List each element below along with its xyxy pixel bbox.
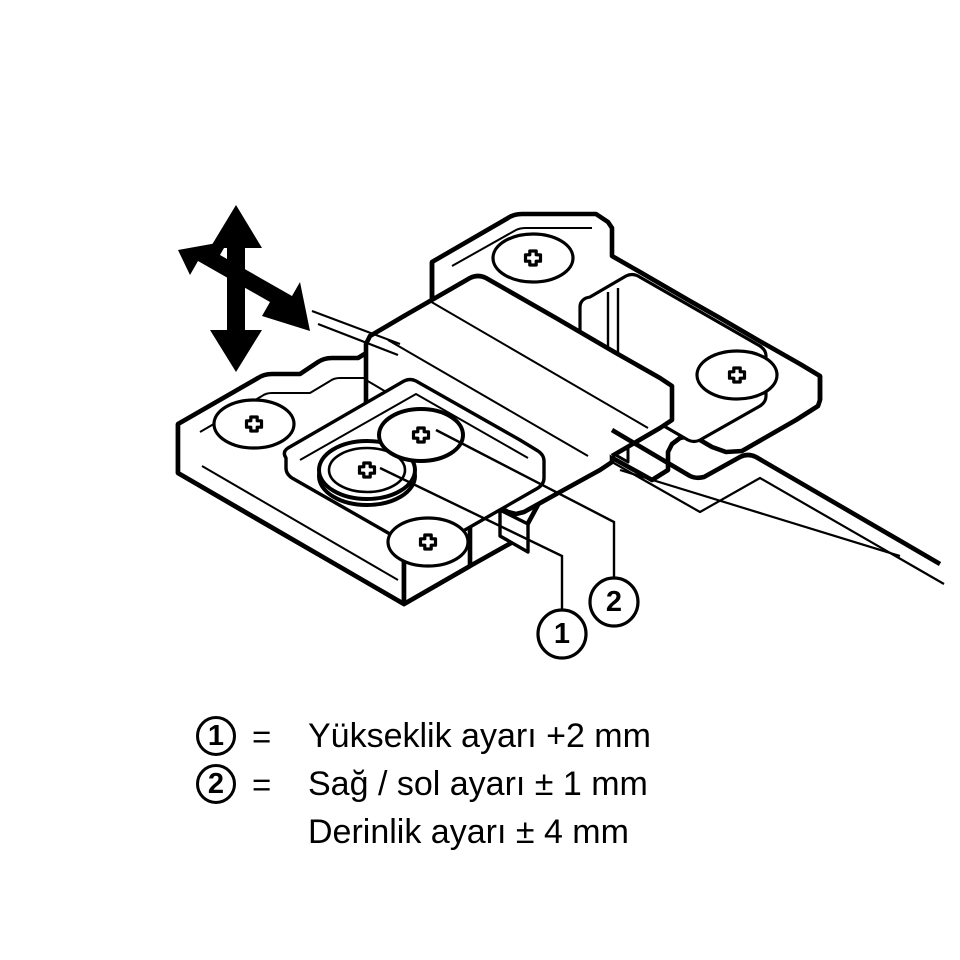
- callout-marker-2-label: 2: [606, 586, 622, 618]
- callout-leader-lines: [379, 428, 616, 610]
- legend-equals-row-2: =: [252, 760, 308, 808]
- legend-marker-3-placeholder: [196, 812, 236, 852]
- legend-text-row-3: Derinlik ayarı ± 4 mm: [308, 808, 796, 856]
- legend-equals-2: =: [252, 765, 272, 803]
- legend-label-depth-adjustment: Derinlik ayarı ± 4 mm: [308, 813, 629, 851]
- legend-marker-row-2: 2: [196, 760, 252, 808]
- legend-block: 1 2 = = Yükseklik ayarı +2 mm: [196, 712, 796, 856]
- legend-text-row-2: Sağ / sol ayarı ± 1 mm: [308, 760, 796, 808]
- mounting-screw-rear-left: [212, 398, 296, 450]
- legend-text-column: Yükseklik ayarı +2 mm Sağ / sol ayarı ± …: [308, 712, 796, 856]
- side-adjustment-screw: [377, 407, 465, 463]
- callout-marker-1: 1: [536, 608, 588, 660]
- legend-marker-row-1: 1: [196, 712, 252, 760]
- legend-equals-1: =: [252, 717, 272, 755]
- legend-marker-2: 2: [196, 764, 236, 804]
- callout-marker-1-label: 1: [554, 618, 570, 650]
- legend-equals-row-1: =: [252, 712, 308, 760]
- legend-marker-1: 1: [196, 716, 236, 756]
- legend-equals-row-3: [252, 808, 308, 856]
- adjustment-arrows-icon: [178, 205, 310, 372]
- callout-marker-2: 2: [588, 576, 640, 628]
- legend-marker-column: 1 2: [196, 712, 252, 856]
- legend-label-height-adjustment: Yükseklik ayarı +2 mm: [308, 717, 651, 755]
- arrow-guide-lines: [311, 309, 401, 357]
- mounting-screw-rear-right: [491, 232, 575, 284]
- legend-text-row-1: Yükseklik ayarı +2 mm: [308, 712, 796, 760]
- mounting-screw-front-right: [695, 349, 779, 401]
- legend-equals-column: = =: [252, 712, 308, 856]
- legend-label-side-adjustment: Sağ / sol ayarı ± 1 mm: [308, 765, 648, 803]
- mounting-screw-front-left: [386, 516, 470, 568]
- legend-marker-row-3: [196, 808, 252, 856]
